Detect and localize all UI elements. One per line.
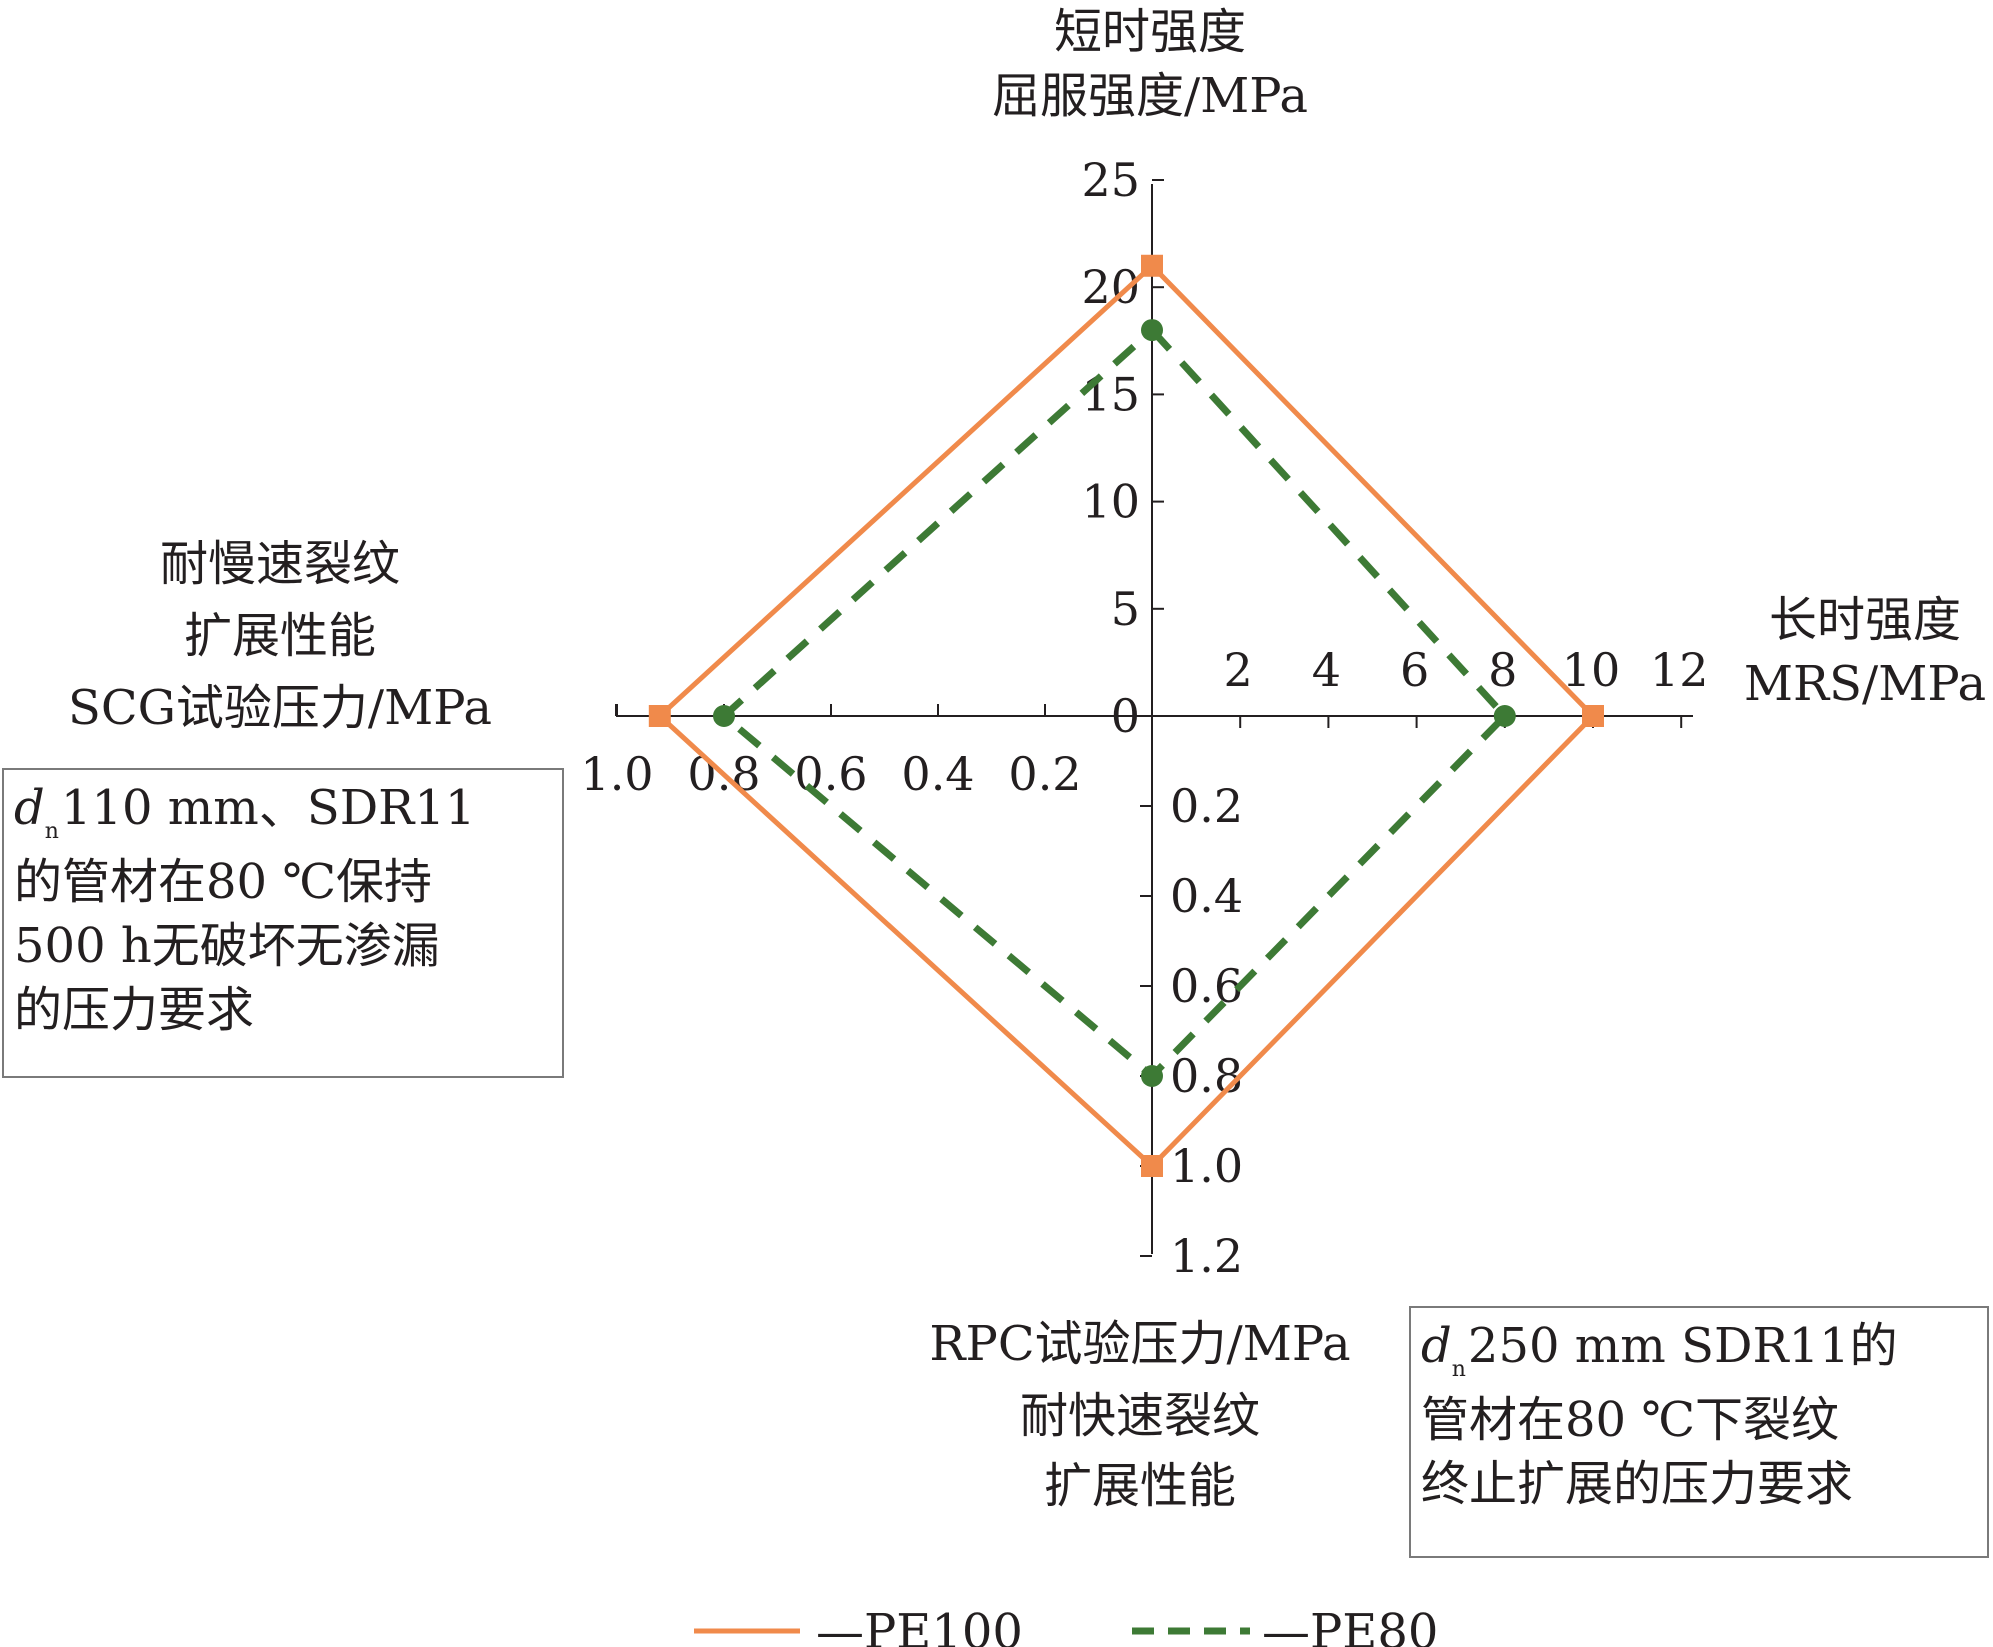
bottom-axis-title-line-3: 扩展性能	[1043, 1458, 1236, 1514]
right-note-box: dn250 mm SDR11的 管材在80 ℃下裂纹 终止扩展的压力要求	[1409, 1306, 1989, 1558]
top-axis-tick-label: 0	[1111, 689, 1140, 743]
bottom-axis-tick-label: 0.8	[1170, 1049, 1243, 1103]
right-axis-tick-label: 4	[1312, 643, 1341, 697]
right-axis-tick-label: 8	[1488, 643, 1517, 697]
series-marker-pe100	[648, 705, 671, 727]
left-note-line-4: 的压力要求	[14, 982, 255, 1038]
series-marker-pe80	[1141, 319, 1163, 342]
diameter-subscript: n	[1451, 1357, 1466, 1382]
top-axis-tick-label: 10	[1081, 475, 1140, 529]
right-note-line-2: 管材在80 ℃下裂纹	[1421, 1392, 1840, 1448]
left-axis-tick-label: 0.6	[794, 747, 867, 801]
left-note-text-1: 110 mm、SDR11	[60, 780, 476, 836]
left-note-line-2: 的管材在80 ℃保持	[14, 854, 433, 910]
right-axis-title-line-1: 长时强度	[1768, 592, 1961, 648]
top-axis-title-line-2: 屈服强度/MPa	[991, 68, 1309, 124]
diameter-symbol: d	[1421, 1318, 1452, 1374]
diameter-subscript: n	[44, 819, 59, 844]
right-axis-tick-label: 12	[1650, 643, 1709, 697]
bottom-axis-tick-label: 1.2	[1170, 1229, 1243, 1283]
left-axis-tick-label: 1.0	[580, 747, 653, 801]
left-axis-title: 耐慢速裂纹 扩展性能 SCG试验压力/MPa	[10, 532, 550, 740]
top-axis-tick-label: 15	[1081, 367, 1140, 421]
series-marker-pe80	[1141, 1065, 1163, 1087]
diameter-symbol: d	[14, 780, 45, 836]
series-marker-pe80	[1493, 705, 1516, 727]
right-note-line-1: dn250 mm SDR11的	[1421, 1314, 1977, 1388]
legend-label-pe80: —PE80	[1262, 1604, 1438, 1647]
left-axis-title-line-3: SCG试验压力/MPa	[67, 680, 493, 736]
top-axis-title-line-1: 短时强度	[1053, 4, 1246, 60]
left-axis-tick-label: 0.4	[901, 747, 974, 801]
series-marker-pe100	[1141, 1155, 1163, 1177]
right-axis-tick-label: 2	[1224, 643, 1253, 697]
bottom-axis-title: RPC试验压力/MPa 耐快速裂纹 扩展性能	[880, 1312, 1400, 1518]
left-note-box: dn110 mm、SDR11 的管材在80 ℃保持 500 h无破坏无渗漏 的压…	[2, 768, 564, 1078]
right-note-text-1: 250 mm SDR11的	[1467, 1318, 1898, 1374]
left-note-line-3: 500 h无破坏无渗漏	[14, 918, 440, 974]
left-axis-title-line-2: 扩展性能	[183, 608, 376, 664]
right-axis-title-line-2: MRS/MPa	[1743, 656, 1987, 712]
top-axis-tick-label: 5	[1111, 582, 1140, 636]
bottom-axis-tick-label: 0.6	[1170, 959, 1243, 1013]
top-axis-title: 短时强度 屈服强度/MPa	[900, 0, 1400, 128]
right-axis-tick-label: 10	[1562, 643, 1621, 697]
series-marker-pe80	[713, 705, 735, 727]
right-note-line-3: 终止扩展的压力要求	[1421, 1456, 1854, 1512]
left-axis-title-line-1: 耐慢速裂纹	[159, 536, 400, 592]
right-axis-title: 长时强度 MRS/MPa	[1740, 588, 1990, 716]
left-axis-tick-label: 0.2	[1008, 747, 1081, 801]
bottom-axis-tick-label: 1.0	[1170, 1139, 1243, 1193]
top-axis-tick-label: 25	[1081, 153, 1140, 207]
left-note-line-1: dn110 mm、SDR11	[14, 776, 552, 850]
bottom-axis-tick-label: 0.4	[1170, 869, 1243, 923]
series-marker-pe100	[1141, 254, 1163, 277]
legend-label-pe100: —PE100	[816, 1604, 1023, 1647]
bottom-axis-title-line-2: 耐快速裂纹	[1019, 1388, 1260, 1444]
right-axis-tick-label: 6	[1400, 643, 1429, 697]
series-marker-pe100	[1582, 705, 1604, 727]
bottom-axis-title-line-1: RPC试验压力/MPa	[929, 1316, 1351, 1372]
bottom-axis-tick-label: 0.2	[1170, 779, 1243, 833]
